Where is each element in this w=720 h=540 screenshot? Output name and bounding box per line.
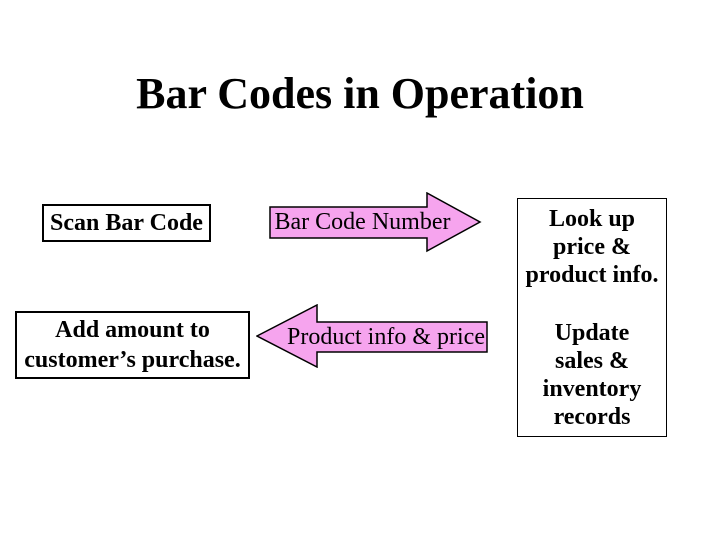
scan-bar-code-label: Scan Bar Code [50,209,203,236]
left-arrow-icon [256,304,488,368]
scan-bar-code-box: Scan Bar Code [42,204,211,242]
add-amount-line: Add amount to [55,317,210,343]
lookup-box-gap [518,289,666,319]
bar-code-number-label: Bar Code Number [274,209,451,235]
update-line: sales & [555,348,629,374]
lookup-update-box: Look up price & product info. Update sal… [517,198,667,437]
lookup-line: price & [553,234,631,260]
update-line: records [553,404,631,430]
right-arrow-shape [269,192,482,253]
lookup-line: product info. [525,262,659,288]
update-line: Update [554,320,630,346]
slide-title: Bar Codes in Operation [136,69,584,118]
right-arrow-icon [269,192,482,253]
add-amount-line: customer’s purchase. [24,347,241,373]
update-line: inventory [542,376,642,402]
product-info-price-label: Product info & price [287,323,485,350]
lookup-line: Look up [548,206,636,232]
add-amount-box: Add amount to customer’s purchase. [15,311,250,379]
left-arrow-shape [256,304,488,368]
